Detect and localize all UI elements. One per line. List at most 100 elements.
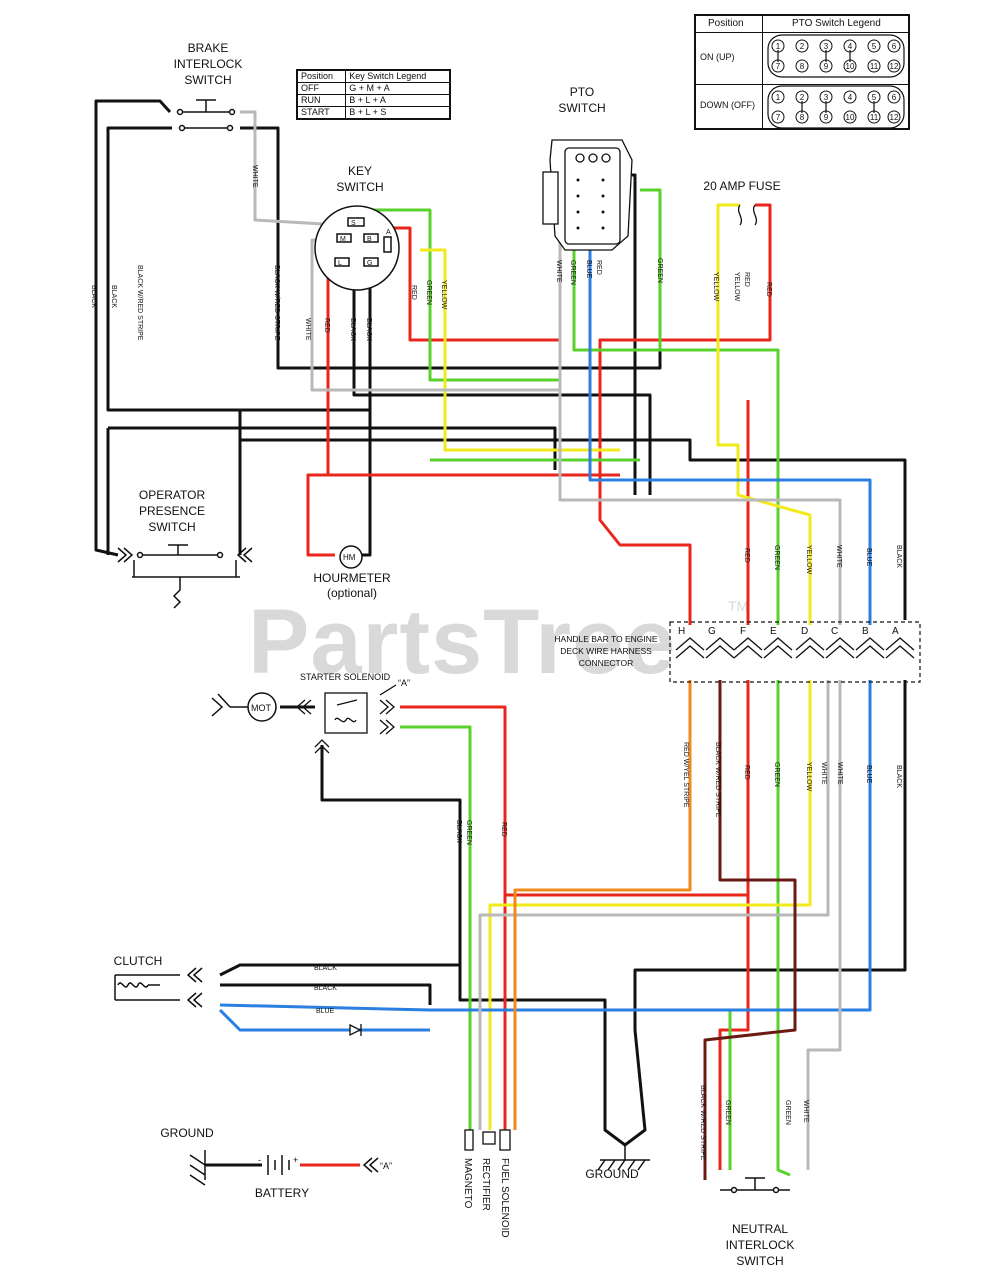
wire-tag-white-6: WHITE bbox=[836, 762, 843, 785]
pto-pin-number: 1 bbox=[776, 42, 781, 51]
key-term-l: L bbox=[338, 260, 342, 267]
wire-tag-green-6: GREEN bbox=[465, 820, 472, 845]
wire-black-key bbox=[356, 270, 372, 557]
wire-tag-red-4: RED bbox=[743, 272, 750, 287]
neutral-interlock-switch bbox=[720, 1177, 790, 1194]
pto-switch-pins bbox=[576, 178, 605, 230]
battery bbox=[267, 1155, 379, 1175]
wire-yellow-key bbox=[420, 248, 620, 452]
key-legend-h-position: Position bbox=[296, 69, 347, 83]
key-term-s: S bbox=[351, 220, 356, 227]
wire-tag-yellow-5: YELLOW bbox=[805, 762, 812, 792]
pto-pin-circle bbox=[771, 90, 785, 104]
wire-tag-black-2: BLACK bbox=[110, 285, 117, 308]
magneto-label: MAGNETO bbox=[462, 1158, 473, 1209]
wire-yellow-fuse bbox=[716, 203, 812, 625]
wire-tag-red-3: RED bbox=[595, 260, 602, 275]
wire-black-clutch-2 bbox=[220, 983, 432, 1005]
wire-tag-yellow-3: YELLOW bbox=[733, 272, 740, 302]
wire-tag-red-7: RED bbox=[743, 765, 750, 780]
harness-pin-e: E bbox=[770, 626, 777, 637]
pto-pin-number: 8 bbox=[800, 113, 805, 122]
pto-legend-header: Position PTO Switch Legend bbox=[696, 16, 908, 33]
pto-pin-number: 5 bbox=[872, 42, 877, 51]
harness-label-3: CONNECTOR bbox=[579, 658, 634, 668]
wire-tag-black-red-1: BLACK W/RED STRIPE bbox=[136, 265, 143, 341]
wire-tag-black-7: BLACK bbox=[455, 820, 462, 843]
battery-minus: - bbox=[258, 1155, 261, 1165]
key-legend-pos: RUN bbox=[296, 94, 347, 107]
hourmeter-label-2: (optional) bbox=[327, 586, 377, 600]
neutral-label-1: NEUTRAL bbox=[732, 1222, 788, 1236]
operator-presence-switch bbox=[117, 544, 253, 609]
key-legend-h-legend: Key Switch Legend bbox=[345, 69, 451, 83]
pto-legend-h-legend: PTO Switch Legend bbox=[792, 18, 881, 29]
wire-tag-yellow-2: YELLOW bbox=[712, 272, 719, 302]
pto-pin-number: 4 bbox=[848, 42, 853, 51]
wire-blue-B-down bbox=[219, 680, 872, 1012]
pto-pin-circle bbox=[795, 39, 809, 53]
pto-pin-circle bbox=[867, 39, 881, 53]
pto-pin-number: 2 bbox=[800, 93, 805, 102]
wire-tag-blue-2: BLUE bbox=[865, 548, 872, 567]
wire-white-C-down bbox=[806, 680, 842, 1170]
key-legend-pos: START bbox=[296, 106, 347, 120]
starter-a-mark: “A” bbox=[398, 678, 410, 688]
operator-label-2: PRESENCE bbox=[139, 504, 205, 518]
pto-pin-number: 2 bbox=[800, 42, 805, 51]
harness-pin-f: F bbox=[740, 626, 746, 637]
pto-pin-number: 9 bbox=[824, 113, 829, 122]
harness-pin-h: H bbox=[678, 626, 685, 637]
engine-connectors bbox=[464, 1129, 511, 1151]
wire-red-fuse bbox=[598, 203, 772, 625]
pto-pin-number: 10 bbox=[846, 62, 855, 71]
wire-tag-white-5: WHITE bbox=[820, 762, 827, 785]
pto-pin-number: 4 bbox=[848, 93, 853, 102]
wire-white-C-2 bbox=[478, 680, 830, 1130]
wire-tag-blue-1: BLUE bbox=[585, 260, 592, 279]
key-switch bbox=[314, 205, 400, 291]
wire-tag-red-8: RED bbox=[500, 822, 507, 837]
pto-pin-number: 6 bbox=[892, 93, 897, 102]
key-switch-legend: Position Key Switch Legend OFF G + M + A… bbox=[296, 69, 451, 120]
wire-tag-black-red-3: BLACK W/RED STRIPE bbox=[714, 742, 721, 818]
pto-switch-label-1: PTO bbox=[570, 85, 594, 99]
wire-black-brake-outer bbox=[94, 99, 172, 557]
wire-black-clutch bbox=[219, 963, 607, 1130]
wire-tag-green-5: GREEN bbox=[773, 762, 780, 787]
wire-tag-yellow-4: YELLOW bbox=[805, 545, 812, 575]
hourmeter bbox=[339, 545, 363, 569]
pto-pin-number: 10 bbox=[846, 113, 855, 122]
pto-pin-circle bbox=[887, 39, 901, 53]
harness-pin-g: G bbox=[708, 626, 716, 637]
wire-black-starter bbox=[320, 745, 462, 965]
pto-pin-number: 7 bbox=[776, 62, 781, 71]
wire-black-key-2 bbox=[352, 270, 652, 495]
pto-pin-circle bbox=[843, 110, 857, 124]
wire-tag-black-red-2: BLACK W/RED STRIPE bbox=[273, 265, 280, 341]
wire-black-ground bbox=[603, 1029, 647, 1147]
starter-motor bbox=[211, 692, 277, 722]
wire-tag-red-yel: RED W/YEL STRIPE bbox=[682, 742, 689, 808]
wire-tag-red-5: RED bbox=[765, 282, 772, 297]
wire-green-pto bbox=[640, 188, 780, 625]
key-term-m: M bbox=[340, 236, 346, 243]
hourmeter-hm: HM bbox=[343, 553, 356, 562]
key-term-b: B bbox=[367, 236, 372, 243]
harness-pin-c: C bbox=[831, 626, 838, 637]
key-legend-row: OFF G + M + A bbox=[296, 82, 451, 95]
pto-pin-circle bbox=[771, 110, 785, 124]
wire-green-E-down bbox=[776, 680, 791, 1177]
pto-switch-legend: Position PTO Switch Legend ON (UP) DOWN … bbox=[694, 14, 910, 130]
mot-label: MOT bbox=[251, 703, 271, 713]
wire-maroon-G bbox=[703, 680, 797, 1180]
key-legend-val: B + L + S bbox=[345, 106, 451, 120]
neutral-label-2: INTERLOCK bbox=[726, 1238, 795, 1252]
pto-pin-number: 1 bbox=[776, 93, 781, 102]
pto-pin-circle bbox=[843, 90, 857, 104]
wire-tag-red-1: RED bbox=[323, 318, 330, 333]
wire-tag-black-6: BLACK bbox=[895, 765, 902, 788]
key-switch-label-2: SWITCH bbox=[336, 180, 383, 194]
wire-white-brake bbox=[240, 110, 341, 227]
